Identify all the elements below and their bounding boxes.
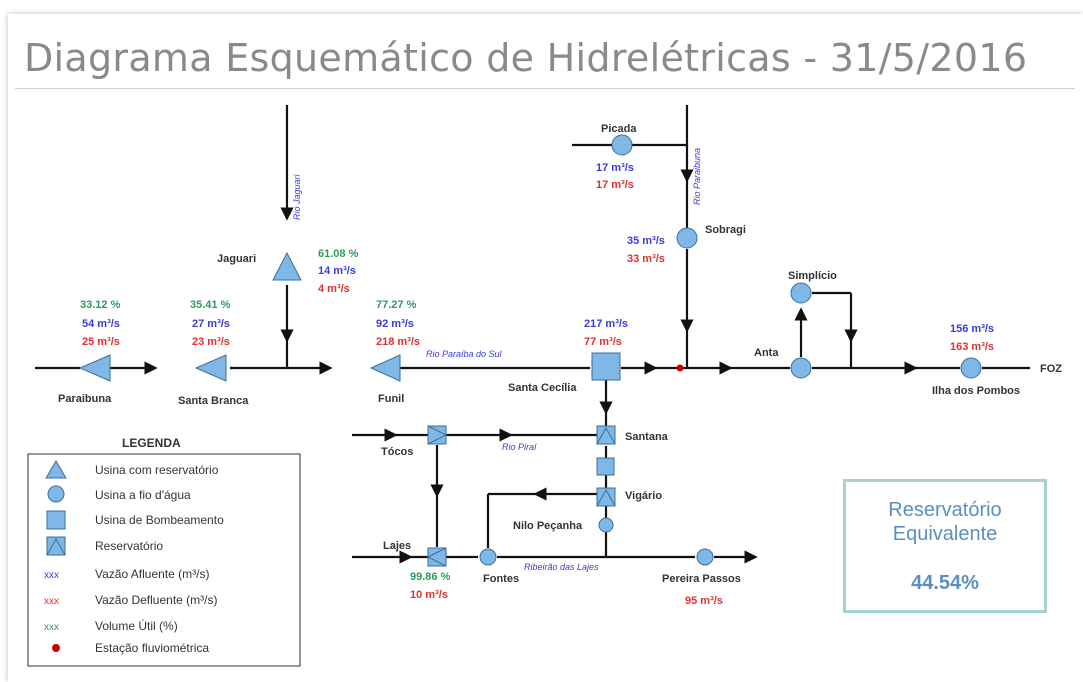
picada-label: Picada: [601, 123, 637, 135]
santana-label: Santana: [625, 431, 669, 443]
legend-square-icon: [46, 510, 66, 530]
legend-item-defluente: Vazão Defluente (m³/s): [95, 593, 218, 607]
legend-item-pumping: Usina de Bombeamento: [95, 513, 224, 527]
ilha-dos-pombos-afluente: 156 m³/s: [950, 323, 994, 335]
lajes-label: Lajes: [383, 540, 411, 552]
funil-defluente: 218 m³/s: [376, 336, 420, 348]
santa-cecilia-pumping-plant: [591, 352, 621, 381]
diagram-card: [8, 14, 1083, 682]
santa-branca-afluente: 27 m³/s: [192, 318, 230, 330]
paraibuna-afluente: 54 m³/s: [82, 318, 120, 330]
santana-vigario-pumping-plant: [596, 457, 615, 476]
jaguari-defluente: 4 m³/s: [318, 283, 350, 295]
paraibuna-label: Paraibuna: [58, 393, 112, 405]
foz-label: FOZ: [1040, 363, 1062, 375]
river-label-jaguari: Rio Jaguari: [292, 173, 302, 220]
jaguari-afluente: 14 m³/s: [318, 265, 356, 277]
santana-pumping-reservoir: [596, 425, 616, 445]
paraibuna-defluente: 25 m³/s: [82, 336, 120, 348]
santa-branca-defluente: 23 m³/s: [192, 336, 230, 348]
legend-item-reservoir: Reservatório: [95, 539, 163, 553]
funil-label: Funil: [378, 393, 404, 405]
santa-branca-volume: 35.41 %: [190, 299, 231, 311]
equivalent-reservoir-label: Reservatório Equivalente: [888, 499, 1002, 545]
santa-branca-label: Santa Branca: [178, 395, 249, 407]
simplicio-plant: [790, 282, 812, 304]
nilo-pecanha-label: Nilo Peçanha: [513, 520, 583, 532]
legend-item-afluente: Vazão Afluente (m³/s): [95, 567, 210, 581]
legend-item-reservoir-plant: Usina com reservatório: [95, 463, 219, 477]
legend-xxx-defluente: xxx: [44, 596, 59, 607]
funil-afluente: 92 m³/s: [376, 318, 414, 330]
simplicio-label: Simplício: [788, 270, 837, 282]
pereira-passos-defluente: 95 m³/s: [685, 595, 723, 607]
santa-cecilia-afluente: 217 m³/s: [584, 318, 628, 330]
anta-plant: [790, 357, 812, 379]
river-label-pirai: Rio Piraí: [502, 442, 538, 452]
lajes-volume: 99.86 %: [410, 571, 451, 583]
jaguari-label: Jaguari: [217, 253, 256, 265]
legend-xxx-afluente: xxx: [44, 570, 59, 581]
lajes-defluente: 10 m³/s: [410, 589, 448, 601]
funil-reservoir-plant: [369, 354, 401, 382]
paraibuna-reservoir-plant: [78, 354, 111, 382]
river-label-paraiba-do-sul: Rio Paraíba do Sul: [426, 349, 503, 359]
legend-item-volume: Volume Útil (%): [95, 618, 178, 633]
santa-cecilia-defluente: 77 m³/s: [584, 336, 622, 348]
legend-title: LEGENDA: [122, 436, 181, 450]
jaguari-volume: 61.08 %: [318, 248, 359, 260]
lajes-reservoir: [426, 547, 447, 567]
main-river-lines: [35, 105, 1030, 564]
legend-reservoir-icon: [46, 536, 66, 556]
ilha-dos-pombos-defluente: 163 m³/s: [950, 341, 994, 353]
nilo-pecanha-plant: [598, 517, 614, 533]
legend-item-run-of-river: Usina a fio d'água: [95, 488, 191, 502]
river-label-ribeirao-das-lajes: Ribeirão das Lajes: [524, 562, 599, 572]
legend-item-station: Estação fluviométrica: [95, 641, 209, 655]
legend-xxx-volume: xxx: [44, 622, 59, 633]
legend-box: [27, 453, 301, 667]
river-label-paraibuna: Rio Paraibuna: [692, 148, 702, 205]
picada-defluente: 17 m³/s: [596, 179, 634, 191]
vigario-reservoir: [596, 487, 616, 507]
sobragi-plant: [676, 227, 698, 249]
equivalent-reservoir-box: Reservatório Equivalente 44.54%: [843, 479, 1047, 613]
paraibuna-volume: 33.12 %: [80, 299, 121, 311]
legend-triangle-icon: [45, 460, 67, 479]
fontes-plant: [479, 548, 497, 566]
anta-label: Anta: [754, 347, 779, 359]
picada-afluente: 17 m³/s: [596, 162, 634, 174]
ilha-dos-pombos-plant: [960, 357, 982, 379]
vigario-label: Vigário: [625, 490, 662, 502]
pereira-passos-label: Pereira Passos: [662, 573, 741, 585]
legend-station-icon: [52, 644, 60, 652]
sobragi-label: Sobragi: [705, 224, 746, 236]
equivalent-reservoir-value: 44.54%: [911, 572, 979, 594]
santa-branca-reservoir-plant: [194, 354, 227, 382]
fluviometric-station: [676, 364, 684, 372]
pereira-passos-plant: [696, 548, 714, 566]
funil-volume: 77.27 %: [376, 299, 417, 311]
page-title: Diagrama Esquemático de Hidrelétricas - …: [24, 36, 1028, 80]
jaguari-reservoir-plant: [272, 251, 302, 281]
santa-cecilia-label: Santa Cecília: [508, 382, 577, 394]
title-divider: [15, 88, 1075, 89]
ilha-dos-pombos-label: Ilha dos Pombos: [932, 385, 1020, 397]
sobragi-defluente: 33 m³/s: [627, 253, 665, 265]
tocos-label: Tócos: [381, 446, 413, 458]
picada-plant: [611, 134, 633, 156]
legend-circle-icon: [47, 485, 65, 503]
fontes-label: Fontes: [483, 573, 519, 585]
tocos-reservoir: [427, 425, 448, 445]
sobragi-afluente: 35 m³/s: [627, 235, 665, 247]
